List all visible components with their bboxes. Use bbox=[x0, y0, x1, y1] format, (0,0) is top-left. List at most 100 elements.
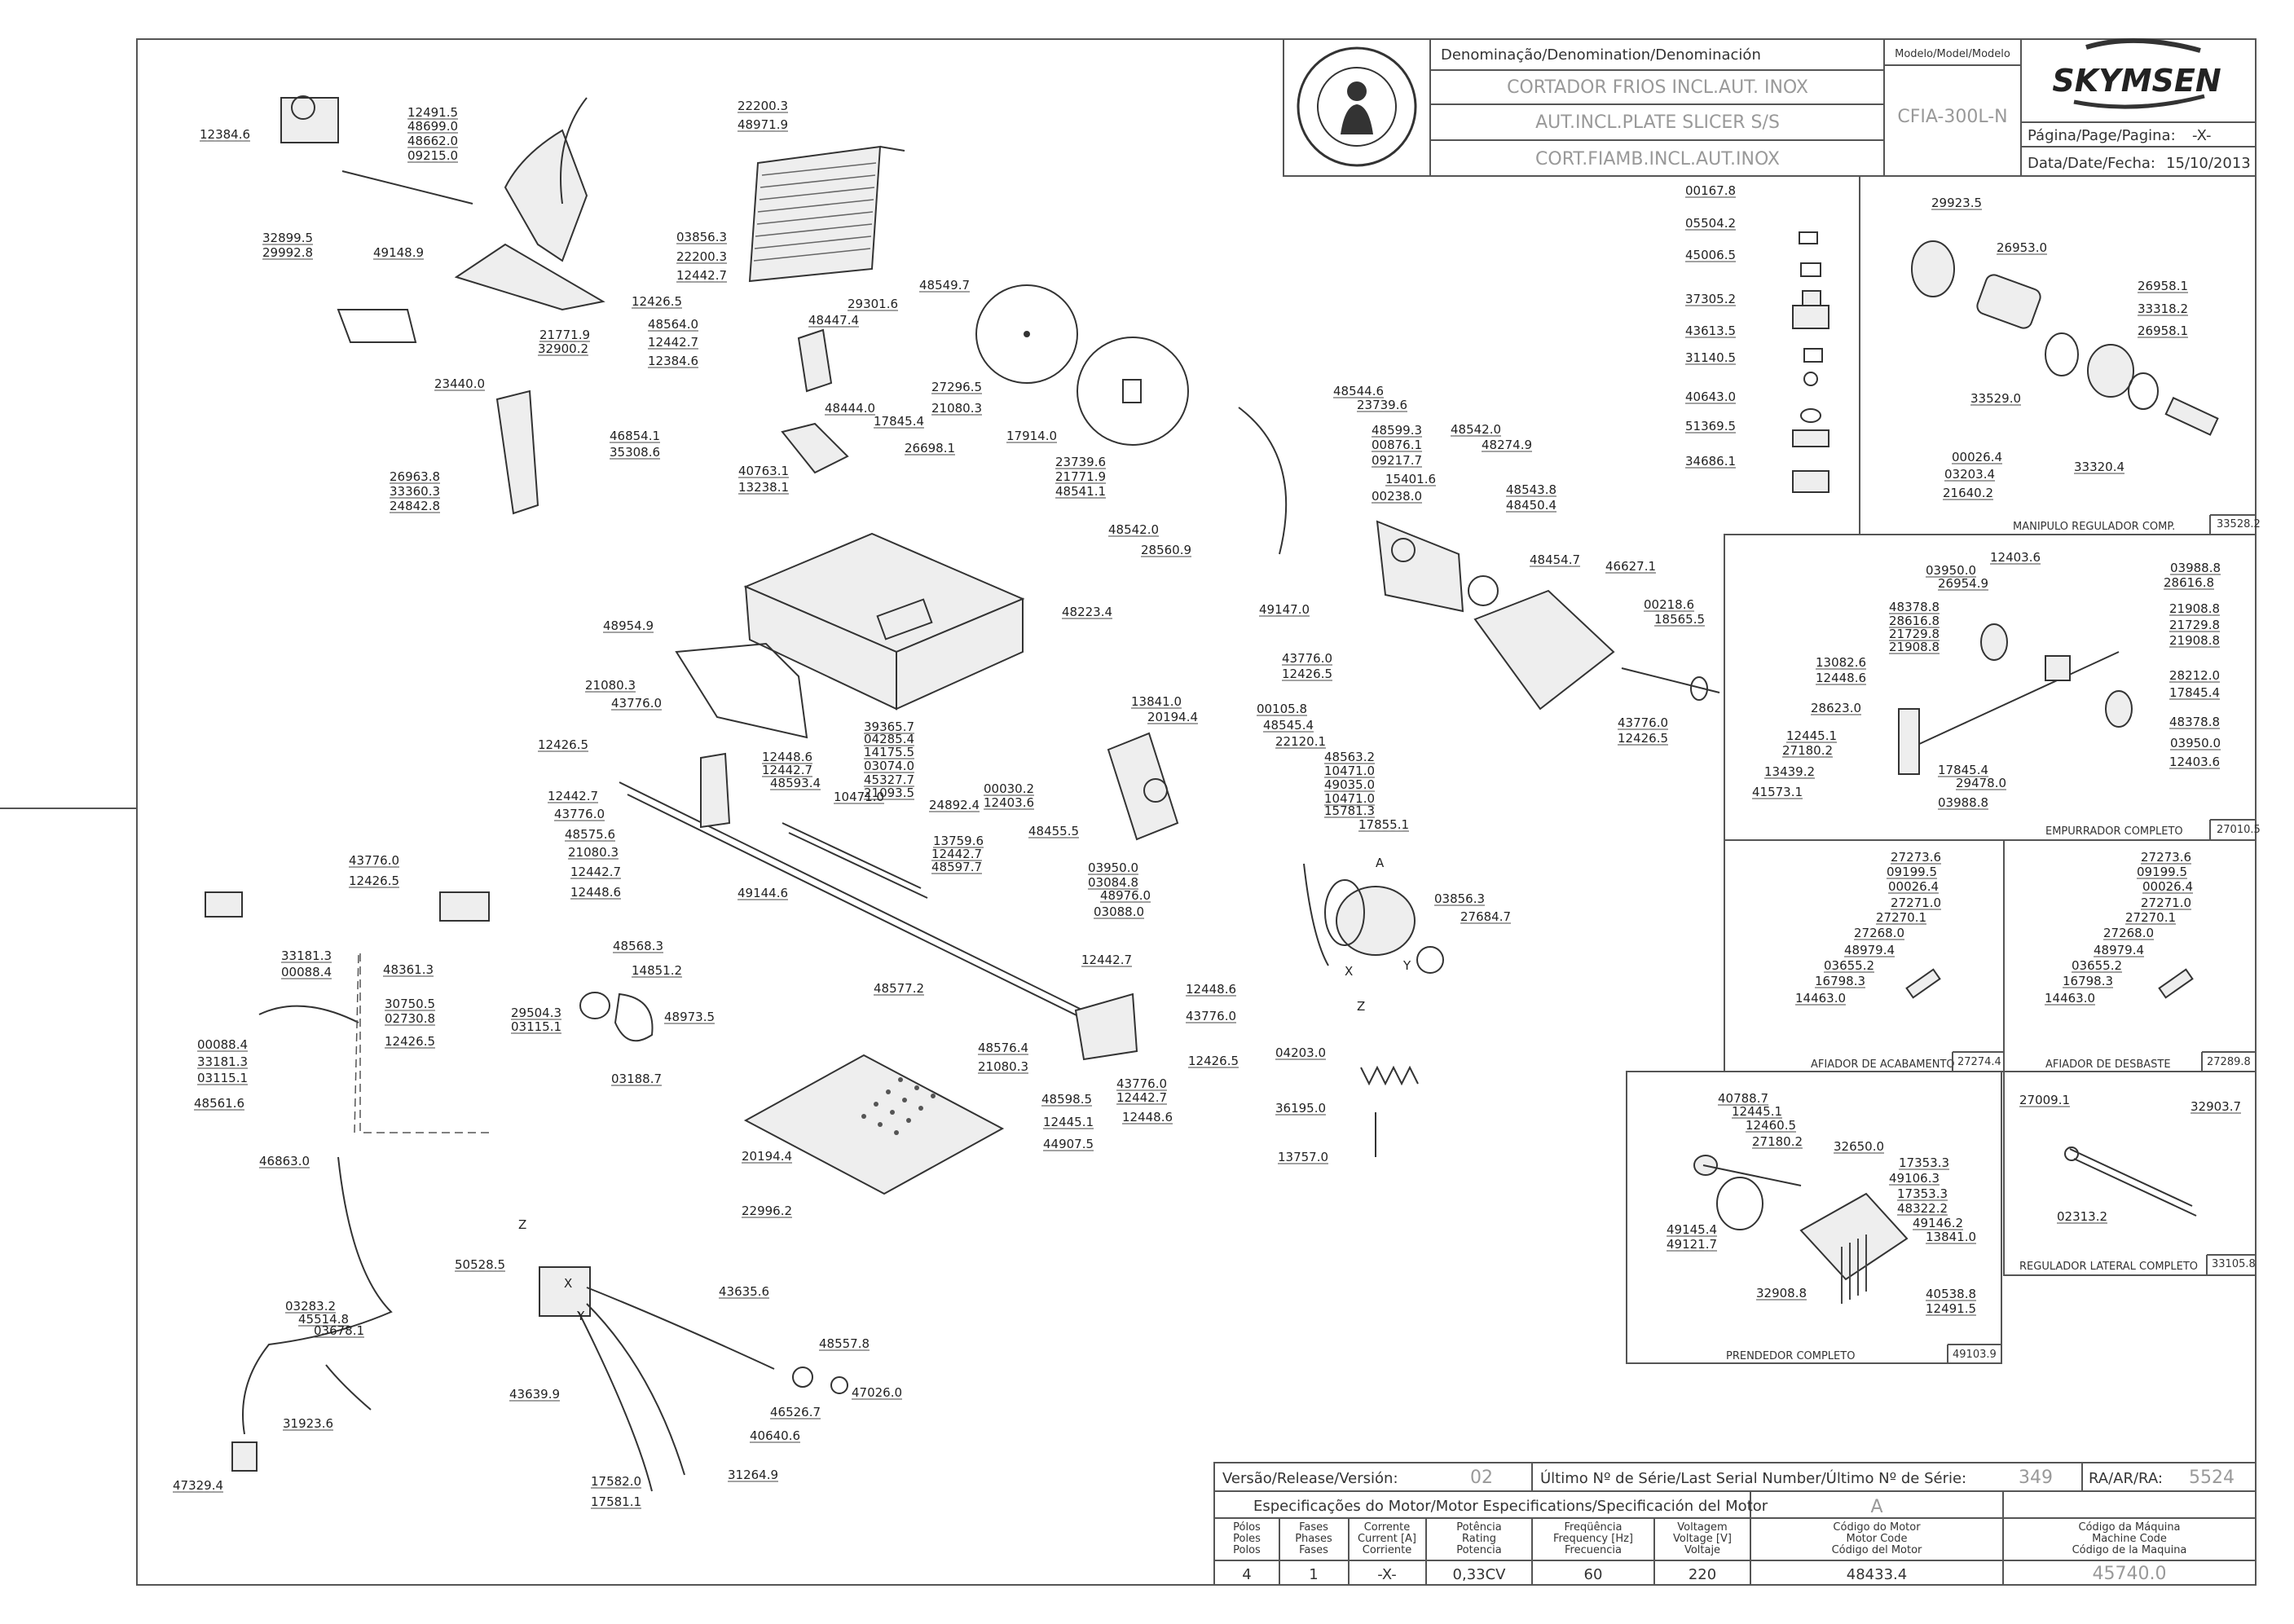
part-number-label: 26963.8 bbox=[390, 469, 440, 484]
part-number-label: 17581.1 bbox=[591, 1494, 641, 1509]
part-number-label: 46854.1 bbox=[610, 429, 660, 443]
part-number-label: 23739.6 bbox=[1055, 455, 1106, 469]
part-number-label: 15781.3 bbox=[1324, 803, 1375, 818]
part-number-label: 05504.2 bbox=[1685, 216, 1736, 231]
part-number-label: 48568.3 bbox=[613, 939, 663, 953]
part-number-label: 12448.6 bbox=[570, 885, 621, 900]
part-number-label: 27271.0 bbox=[2141, 896, 2191, 910]
afiador-desb-title: AFIADOR DE DESBASTE bbox=[2045, 1058, 2171, 1071]
part-number-label: 31264.9 bbox=[728, 1468, 778, 1482]
part-number-label: 12448.6 bbox=[1186, 982, 1236, 997]
part-number-label: 12442.7 bbox=[1081, 953, 1132, 967]
version-value: 02 bbox=[1470, 1468, 1493, 1488]
subassembly-frames bbox=[1626, 175, 2257, 1364]
part-number-label: 03115.1 bbox=[511, 1019, 561, 1034]
part-number-label: 03074.0 bbox=[864, 759, 914, 773]
part-number-label: 29992.8 bbox=[262, 245, 313, 260]
part-number-label: 12448.6 bbox=[762, 750, 812, 764]
motor-spec-header: Potência bbox=[1456, 1521, 1501, 1534]
part-number-label: 17914.0 bbox=[1006, 429, 1057, 443]
part-number-label: 20194.4 bbox=[1147, 710, 1198, 724]
part-number-label: 32899.5 bbox=[262, 231, 313, 245]
product-name-es: CORT.FIAMB.INCL.AUT.INOX bbox=[1535, 149, 1780, 169]
part-number-label: 27268.0 bbox=[1854, 926, 1904, 940]
part-number-label: 49106.3 bbox=[1889, 1171, 1940, 1186]
part-number-label: 03950.0 bbox=[2170, 736, 2221, 750]
spring bbox=[1360, 1065, 1419, 1086]
part-number-label: 22200.3 bbox=[738, 99, 788, 113]
part-number-label: 00876.1 bbox=[1372, 438, 1422, 452]
part-number-label: 48973.5 bbox=[664, 1010, 715, 1024]
afiador-desb-code: 27289.8 bbox=[2207, 1056, 2251, 1068]
part-number-label: 00167.8 bbox=[1685, 183, 1736, 198]
part-number-label: 48543.8 bbox=[1506, 482, 1556, 497]
part-number-label: 03950.0 bbox=[1088, 860, 1138, 875]
part-number-label: 00088.4 bbox=[197, 1037, 248, 1052]
part-number-label: 48599.3 bbox=[1372, 423, 1422, 438]
part-number-label: 13759.6 bbox=[933, 834, 984, 848]
part-number-label: 12426.5 bbox=[385, 1034, 435, 1049]
motor-spec-header: Rating bbox=[1462, 1533, 1496, 1545]
part-number-label: 24892.4 bbox=[929, 798, 980, 812]
part-number-label: 50528.5 bbox=[455, 1257, 505, 1272]
part-number-label: 13841.0 bbox=[1926, 1230, 1976, 1244]
blade bbox=[975, 284, 1078, 384]
part-number-label: 22120.1 bbox=[1275, 734, 1326, 749]
part-number-label: 48322.2 bbox=[1897, 1201, 1948, 1216]
part-number-label: 45514.8 bbox=[298, 1312, 349, 1327]
part-number-label: 48444.0 bbox=[825, 401, 875, 416]
part-number-label: 48223.4 bbox=[1062, 605, 1112, 619]
part-number-label: 43776.0 bbox=[554, 807, 605, 821]
part-number-label: Z bbox=[1357, 999, 1365, 1014]
title-block: Denominação/Denomination/Denominación CO… bbox=[1283, 37, 2257, 177]
part-number-label: 10471.0 bbox=[834, 790, 884, 804]
authorized-service-seal bbox=[1297, 46, 1417, 167]
part-number-label: 03115.1 bbox=[197, 1071, 248, 1085]
part-number-label: 40640.6 bbox=[750, 1428, 800, 1443]
part-number-label: 12448.6 bbox=[1816, 671, 1866, 685]
motor-spec-value: 1 bbox=[1309, 1566, 1318, 1583]
part-number-label: 44907.5 bbox=[1043, 1137, 1094, 1151]
part-number-label: 33181.3 bbox=[197, 1054, 248, 1069]
part-number-label: 12442.7 bbox=[570, 865, 621, 879]
part-number-label: 48564.0 bbox=[648, 317, 698, 332]
part-number-label: 40643.0 bbox=[1685, 389, 1736, 404]
part-number-label: X bbox=[564, 1276, 572, 1291]
afiador-acab-title: AFIADOR DE ACABAMENTO bbox=[1811, 1058, 1955, 1071]
empurrador-code: 27010.5 bbox=[2217, 824, 2261, 836]
part-number-label: 32903.7 bbox=[2191, 1099, 2241, 1114]
motor-spec-value: 48433.4 bbox=[1847, 1566, 1907, 1583]
part-number-label: 03856.3 bbox=[676, 230, 727, 244]
power-cable bbox=[242, 1156, 393, 1435]
part-number-label: 00026.4 bbox=[1952, 450, 2002, 464]
part-number-label: 24842.8 bbox=[390, 499, 440, 513]
footer-table: Versão/Release/Versión: 02 Último Nº de … bbox=[1213, 1462, 2257, 1586]
part-number-label: 12442.7 bbox=[648, 335, 698, 350]
part-number-label: 17845.4 bbox=[874, 414, 924, 429]
part-number-label: 27273.6 bbox=[2141, 850, 2191, 865]
part-number-label: 27684.7 bbox=[1460, 909, 1511, 924]
part-number-label: 22200.3 bbox=[676, 249, 727, 264]
part-number-label: 03678.1 bbox=[314, 1323, 364, 1338]
part-number-label: 48954.9 bbox=[603, 618, 654, 633]
skymsen-logo: SKYMSEN bbox=[2052, 37, 2221, 109]
part-number-label: 09199.5 bbox=[1887, 865, 1937, 879]
part-number-label: 27268.0 bbox=[2103, 926, 2154, 940]
part-number-label: 02313.2 bbox=[2057, 1209, 2107, 1224]
part-number-label: 46526.7 bbox=[770, 1405, 821, 1419]
part-number-label: 26958.1 bbox=[2138, 323, 2188, 338]
part-number-label: 39365.7 bbox=[864, 720, 914, 734]
date-value: 15/10/2013 bbox=[2166, 155, 2251, 172]
part-number-label: 48561.6 bbox=[194, 1096, 244, 1111]
motor-spec-header: Corrente bbox=[1364, 1521, 1411, 1534]
part-number-label: 12426.5 bbox=[1282, 667, 1332, 681]
motor-spec-header: Poles bbox=[1233, 1533, 1261, 1545]
part-number-label: 46863.0 bbox=[259, 1154, 310, 1168]
part-number-label: 00088.4 bbox=[281, 965, 332, 979]
part-number-label: 22996.2 bbox=[742, 1204, 792, 1218]
empurrador-title: EMPURRADOR COMPLETO bbox=[2045, 825, 2183, 838]
part-number-label: 32900.2 bbox=[538, 341, 588, 356]
part-number-label: 14463.0 bbox=[2045, 991, 2095, 1006]
part-number-label: 40538.8 bbox=[1926, 1287, 1976, 1301]
part-number-label: 12442.7 bbox=[676, 268, 727, 283]
